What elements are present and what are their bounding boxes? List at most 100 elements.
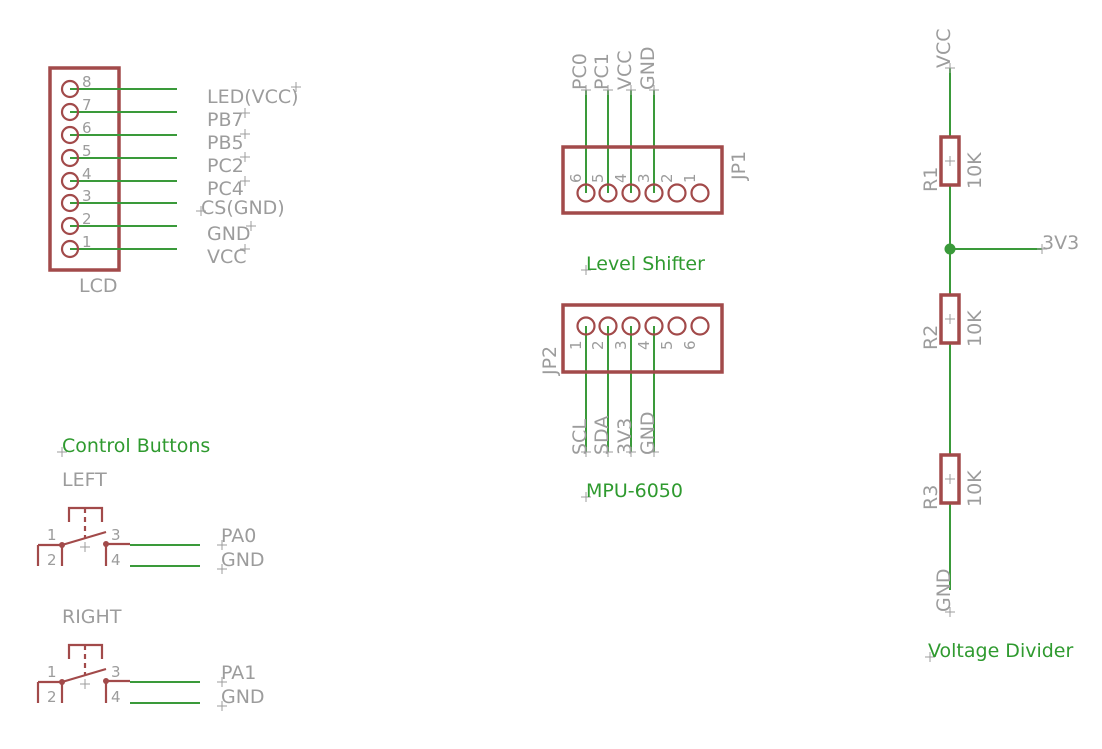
jp1-pin-pad[interactable]: [690, 183, 710, 203]
lcd-pin-number: 8: [82, 73, 92, 91]
jp1-pin-pad[interactable]: [598, 183, 618, 203]
lcd-net-label: PB5: [207, 132, 244, 154]
jp1-pin-number: 6: [567, 173, 585, 183]
jp1-net-label: PC1: [591, 53, 613, 90]
button-net-label: PA0: [221, 525, 256, 547]
gnd-net-label: GND: [933, 568, 955, 612]
lcd-net-label: PB7: [207, 109, 244, 131]
button-net-label: GND: [221, 686, 265, 708]
jp2-net-label: SCL: [569, 419, 591, 455]
lcd-pin-number: 2: [82, 210, 92, 228]
button-pin-number: 4: [111, 688, 121, 706]
lcd-pin-pad[interactable]: [60, 171, 80, 191]
lcd-pin-number: 1: [82, 233, 92, 251]
button-net-label: GND: [221, 549, 265, 571]
jp1-body: [561, 145, 724, 215]
jp1-net-label: GND: [637, 46, 659, 90]
lcd-pin-pad[interactable]: [60, 79, 80, 99]
jp2-pin-pad[interactable]: [667, 316, 687, 336]
lcd-pin-number: 3: [82, 187, 92, 205]
lcd-pin-number: 7: [82, 96, 92, 114]
button-pin-number: 4: [111, 551, 121, 569]
3v3-net-label: 3V3: [1042, 232, 1079, 254]
lcd-name: LCD: [79, 275, 117, 297]
lcd-pin-pad[interactable]: [60, 239, 80, 259]
lcd-pin-pad[interactable]: [60, 193, 80, 213]
level-shifter-title: Level Shifter: [586, 253, 705, 275]
resistor-name: R3: [920, 485, 942, 510]
jp2-pin-number: 4: [635, 340, 653, 350]
button-pin-number: 2: [47, 688, 57, 706]
lcd-net-label: PC2: [207, 155, 244, 177]
lcd-body: [48, 66, 121, 272]
jp1-pin-number: 3: [635, 173, 653, 183]
jp1-net-label: PC0: [569, 53, 591, 90]
resistor-value: 10K: [964, 470, 986, 507]
lcd-net-label: VCC: [207, 246, 247, 268]
resistor-name: R2: [920, 325, 942, 350]
jp1-pin-pad[interactable]: [576, 183, 596, 203]
jp2-pin-pad[interactable]: [621, 316, 641, 336]
jp1-name: JP1: [728, 151, 750, 181]
lcd-net-label: LED(VCC): [207, 86, 299, 108]
lcd-pin-pad[interactable]: [60, 125, 80, 145]
button-pin-number: 3: [111, 526, 121, 544]
lcd-pin-number: 4: [82, 165, 92, 183]
jp1-pin-number: 4: [612, 173, 630, 183]
jp2-net-label: 3V3: [614, 418, 636, 455]
lcd-net-label: GND: [207, 223, 251, 245]
resistor-body[interactable]: [939, 453, 961, 505]
jp1-pin-number: 1: [681, 173, 699, 183]
jp1-net-label: VCC: [614, 50, 636, 90]
button-net-label: PA1: [221, 662, 256, 684]
resistor-body[interactable]: [939, 135, 961, 187]
lcd-pin-pad[interactable]: [60, 102, 80, 122]
jp2-pin-number: 3: [612, 340, 630, 350]
mpu6050-title: MPU-6050: [586, 480, 683, 502]
resistor-body[interactable]: [939, 293, 961, 345]
lcd-net-label: CS(GND): [201, 197, 285, 219]
jp2-net-label: GND: [637, 411, 659, 455]
jp2-name: JP2: [539, 346, 561, 376]
button-pin-number: 2: [47, 551, 57, 569]
lcd-pin-pad[interactable]: [60, 148, 80, 168]
jp2-pin-number: 2: [589, 340, 607, 350]
control-buttons-title: Control Buttons: [62, 435, 210, 457]
jp2-pin-pad[interactable]: [690, 316, 710, 336]
jp1-pin-pad[interactable]: [667, 183, 687, 203]
jp2-pin-number: 6: [681, 340, 699, 350]
resistor-value: 10K: [964, 310, 986, 347]
jp2-net-label: SDA: [591, 416, 613, 455]
button-name: RIGHT: [62, 606, 122, 628]
jp1-pin-pad[interactable]: [621, 183, 641, 203]
jp2-pin-number: 1: [567, 340, 585, 350]
jp2-pin-pad[interactable]: [576, 316, 596, 336]
jp1-pin-number: 5: [589, 173, 607, 183]
jp2-pin-pad[interactable]: [598, 316, 618, 336]
jp1-pin-pad[interactable]: [644, 183, 664, 203]
jp1-pin-number: 2: [658, 173, 676, 183]
jp2-pin-pad[interactable]: [644, 316, 664, 336]
lcd-pin-pad[interactable]: [60, 216, 80, 236]
junction-dot: [944, 243, 956, 255]
vcc-net-label: VCC: [933, 28, 955, 68]
lcd-pin-number: 5: [82, 142, 92, 160]
button-pin-number: 1: [47, 526, 57, 544]
resistor-value: 10K: [964, 152, 986, 189]
lcd-pin-number: 6: [82, 119, 92, 137]
button-name: LEFT: [62, 469, 107, 491]
jp2-pin-number: 5: [658, 340, 676, 350]
lcd-net-label: PC4: [207, 178, 244, 200]
jp2-body: [561, 303, 724, 374]
button-pin-number: 1: [47, 663, 57, 681]
voltage-divider-title: Voltage Divider: [928, 640, 1073, 662]
button-pin-number: 3: [111, 663, 121, 681]
